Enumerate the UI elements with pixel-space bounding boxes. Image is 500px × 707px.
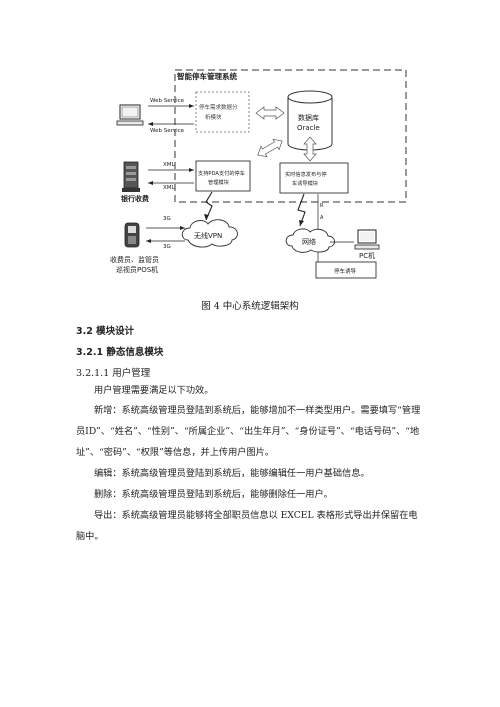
section-heading-3-2-1-1: 3.2.1.1 用户管理 (76, 368, 151, 379)
analysis-module-line2: 析模块 (205, 113, 222, 121)
link-a-label: A (320, 215, 324, 221)
network-cloud-icon (285, 228, 335, 253)
analysis-module-box (195, 91, 250, 133)
publish-module-line2: 车诱导模块 (292, 179, 319, 187)
database-cylinder-icon (287, 90, 333, 151)
pc-icon (354, 229, 380, 250)
bank-label: 银行收费 (121, 194, 149, 203)
publish-module-box (279, 162, 349, 194)
pda-module-line2: 管理模块 (208, 178, 230, 186)
pda-module-line1: 支持PDA支付的停车 (198, 169, 245, 177)
pda-vpn-lightning (205, 191, 213, 221)
pos-label-line2: 巡视员POS机 (116, 265, 158, 274)
system-title: 智能停车管理系统 (177, 71, 237, 81)
para-export: 导出：系统高级管理员能够将全部职员信息以 EXCEL 表格形式导出并保留在电脑中… (76, 510, 418, 542)
computer-icon (116, 104, 144, 126)
bank-server-icon (122, 161, 140, 192)
g3-top-label: 3G (163, 216, 171, 222)
xml-top-label: XML (163, 162, 176, 168)
analysis-db-double-arrow (255, 106, 285, 120)
system-boundary (174, 69, 407, 203)
publish-network-lightning (297, 193, 306, 227)
para-intro: 用户管理需要满足以下功效。 (94, 385, 214, 396)
database-label-line1: 数据库 (298, 113, 319, 122)
link-r-label: R (320, 203, 324, 209)
publish-module-line1: 实时信息发布与停 (285, 170, 327, 178)
analysis-module-line1: 停车需求数据分 (199, 103, 238, 111)
database-label-line2: Oracle (297, 124, 320, 132)
db-pda-double-arrow (257, 138, 283, 158)
pda-module-box (195, 160, 251, 192)
g3-bottom-label: 3G (163, 244, 171, 250)
vpn-cloud-icon (181, 219, 238, 248)
section-heading-3-2: 3.2 模块设计 (76, 326, 135, 337)
section-heading-3-2-1: 3.2.1 静态信息模块 (76, 347, 164, 358)
db-publish-double-arrow (303, 136, 317, 162)
pos-label-line1: 收费员、监管员 (110, 255, 159, 264)
web-service-bottom-label: Web Service (150, 128, 185, 134)
pc-label: PC机 (359, 251, 375, 260)
vpn-label: 无线VPN (194, 231, 222, 240)
para-add: 新增：系统高级管理员登陆到系统后，能够增加不一样类型用户。需要填写“管理员ID”… (76, 405, 421, 458)
network-label: 网络 (302, 237, 316, 246)
xml-bottom-label: XML (163, 185, 176, 191)
guide-label: 停车诱导 (334, 267, 357, 275)
para-edit: 编辑：系统高级管理员登陆到系统后，能够编辑任一用户基础信息。 (94, 468, 370, 479)
guide-box (315, 261, 377, 279)
para-delete: 删除：系统高级管理员登陆到系统后，能够删除任一用户。 (94, 489, 333, 500)
architecture-diagram: 智能停车管理系统 停车需求数据分 析模块 数据库 Oracle 支持PDA支付的… (110, 69, 407, 279)
figure-caption: 图 4 中心系统逻辑架构 (201, 301, 299, 312)
pos-phone-icon (124, 222, 140, 248)
web-service-top-label: Web Service (150, 98, 185, 104)
